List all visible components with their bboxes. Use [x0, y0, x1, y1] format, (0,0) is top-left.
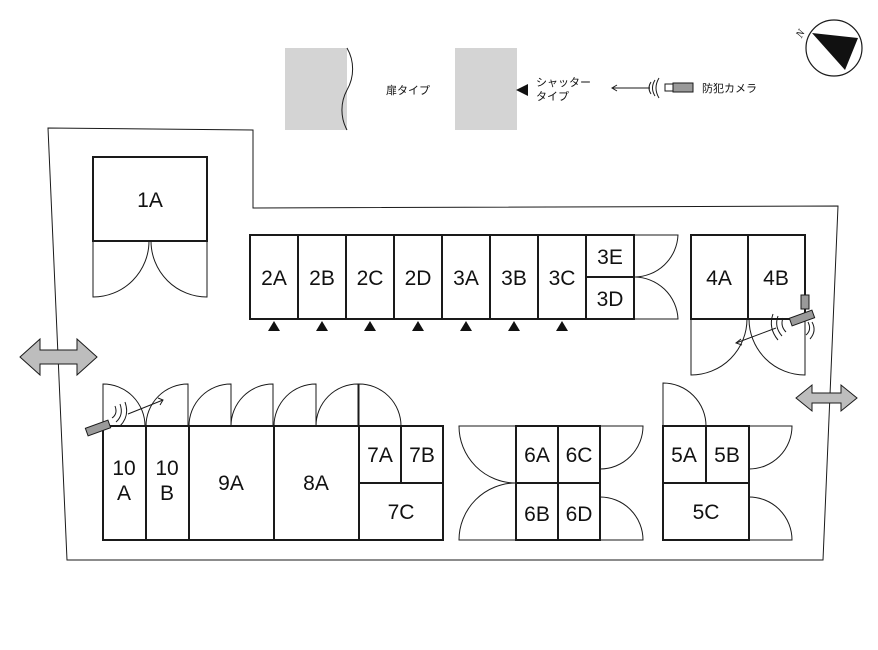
unit-6C[interactable]: [557, 425, 601, 484]
unit-2B[interactable]: [297, 234, 347, 320]
shutter-marker-2A: [268, 321, 280, 331]
shutter-marker-2C: [364, 321, 376, 331]
unit-7C[interactable]: [358, 482, 444, 541]
shutter-triangle-icon: [516, 84, 528, 96]
unit-10B-label-line1: 10: [155, 457, 178, 480]
unit-5-doors-icon: [662, 382, 793, 541]
shutter-marker-3A: [460, 321, 472, 331]
unit-7B-label: 7B: [409, 444, 435, 467]
bottom-left-doors-icon: [102, 383, 402, 427]
compass-north-label: N: [793, 27, 808, 41]
shutter-type-swatch: [455, 48, 517, 130]
unit-3-doors-icon: [633, 234, 679, 320]
unit-10B[interactable]: [145, 425, 190, 541]
unit-1A[interactable]: 1A: [92, 156, 208, 242]
security-camera-icon: [611, 77, 694, 99]
unit-3E-label: 3E: [597, 246, 623, 269]
north-compass-icon: N: [793, 19, 863, 77]
unit-10A-label-line1: 10: [112, 457, 135, 480]
camera-10-icon: [84, 397, 164, 437]
unit-6D-label: 6D: [566, 503, 593, 526]
unit-3D-label: 3D: [597, 288, 624, 311]
unit-4B-label: 4B: [763, 267, 789, 290]
unit-row-bottom-left: [102, 425, 444, 541]
unit-row-5: [662, 425, 750, 541]
unit-6B-label: 6B: [524, 503, 550, 526]
security-camera-label: 防犯カメラ: [702, 81, 757, 95]
shutter-marker-3C: [556, 321, 568, 331]
unit-10B-label-line2: B: [160, 482, 174, 505]
unit-4A-label: 4A: [706, 267, 732, 290]
entrance-arrow-left-icon: [19, 337, 98, 377]
unit-3B-label: 3B: [501, 267, 527, 290]
unit-5B[interactable]: [705, 425, 750, 484]
unit-5C[interactable]: [662, 482, 750, 541]
unit-2D[interactable]: [393, 234, 443, 320]
unit-7A[interactable]: [358, 425, 402, 484]
unit-3D[interactable]: [585, 276, 635, 320]
legend: 扉タイプ シャッター タイプ 防犯カメラ: [285, 47, 757, 131]
unit-5C-label: 5C: [693, 501, 720, 524]
camera-4-icon: [734, 294, 816, 346]
unit-2A[interactable]: [249, 234, 299, 320]
unit-6C-label: 6C: [566, 444, 593, 467]
unit-8A-label: 8A: [303, 472, 329, 495]
unit-7B[interactable]: [400, 425, 444, 484]
door-type-label: 扉タイプ: [386, 84, 430, 97]
shutter-type-label-line2: タイプ: [536, 90, 569, 103]
unit-row-6: [515, 425, 601, 541]
site-boundary: [47, 127, 839, 561]
unit-2C-label: 2C: [357, 267, 384, 290]
unit-6B[interactable]: [515, 482, 559, 541]
unit-3C-label: 3C: [549, 267, 576, 290]
unit-5A[interactable]: [662, 425, 707, 484]
unit-4-doors-icon: [690, 318, 806, 376]
unit-5B-label: 5B: [714, 444, 740, 467]
unit-row-4: [690, 234, 806, 320]
shutter-marker-2B: [316, 321, 328, 331]
unit-6A-label: 6A: [524, 444, 550, 467]
unit-row-2-3-labels: 2A 2B 2C 2D 3A 3B 3C 3E 3D: [261, 246, 623, 311]
unit-5A-label: 5A: [671, 444, 697, 467]
shutter-marker-3B: [508, 321, 520, 331]
unit-3A-label: 3A: [453, 267, 479, 290]
unit-6D[interactable]: [557, 482, 601, 541]
unit-2A-label: 2A: [261, 267, 287, 290]
unit-6-doors-icon: [458, 425, 644, 541]
shutter-type-label-line1: シャッター: [536, 76, 591, 89]
unit-10A-label-line2: A: [117, 482, 131, 505]
unit-2B-label: 2B: [309, 267, 335, 290]
unit-4B[interactable]: [747, 234, 806, 320]
unit-9A-label: 9A: [218, 472, 244, 495]
unit-10A[interactable]: [102, 425, 147, 541]
unit-2D-label: 2D: [405, 267, 432, 290]
shutter-marker-2D: [412, 321, 424, 331]
unit-7A-label: 7A: [367, 444, 393, 467]
unit-1A-label: 1A: [137, 189, 163, 212]
shutter-markers: [268, 321, 568, 331]
unit-1A-doors-icon: [92, 240, 208, 298]
entrance-arrow-right-icon: [795, 383, 858, 413]
unit-7C-label: 7C: [388, 501, 415, 524]
unit-row-2-3: [249, 234, 635, 320]
unit-row-bottom-left-labels: 10 A 10 B 9A 8A 7A 7B 7C: [112, 444, 435, 524]
door-type-door-icon: [341, 47, 354, 131]
door-type-swatch: [285, 48, 347, 130]
unit-8A[interactable]: [273, 425, 360, 541]
unit-3E[interactable]: [585, 234, 635, 278]
